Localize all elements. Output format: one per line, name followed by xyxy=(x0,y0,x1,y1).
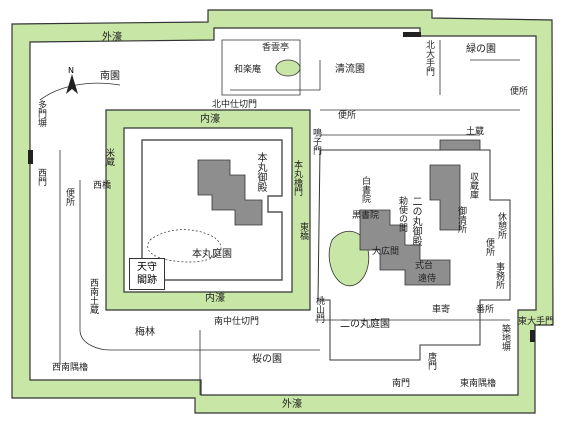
kuroshoin-label: 黒書院 xyxy=(352,211,380,221)
honmaru-pond xyxy=(147,229,222,263)
path-lines xyxy=(39,40,520,395)
honmaru-yaguramon-label: 本丸櫓門 xyxy=(292,160,302,196)
minami-mon-label: 南門 xyxy=(392,379,411,389)
higashi-ote-mon-label: 東大手門 xyxy=(518,317,555,327)
bansho-label: 番所 xyxy=(476,305,495,315)
outer-moat-top-label: 外濠 xyxy=(102,32,122,43)
nishi-gate xyxy=(28,150,33,164)
ninomaru-palace-building xyxy=(359,209,451,286)
north-garden xyxy=(221,39,301,96)
kurumayose-label: 車寄 xyxy=(432,305,451,315)
ninomaru-wall xyxy=(317,149,511,361)
toilet-1-label: 便所 xyxy=(338,111,357,121)
shiroshoin-label: 白書院 xyxy=(360,176,370,203)
tenshu-line2: 閣跡 xyxy=(137,275,157,286)
ninomaru-pond xyxy=(328,230,370,287)
jimusho-label: 事務所 xyxy=(494,262,504,289)
kita-ote-mon-label: 北大手門 xyxy=(424,40,434,76)
toilet-4-label: 便所 xyxy=(484,238,494,256)
outer-moat xyxy=(11,9,554,414)
compass: N xyxy=(64,66,80,96)
ninomaru-east-building xyxy=(429,164,461,231)
shikidai-label: 式台 xyxy=(415,261,434,271)
chokushi-label: 勅使の間 xyxy=(397,196,407,232)
compass-n: N xyxy=(68,66,74,75)
toilet-3-label: 便所 xyxy=(64,188,74,206)
nishi-minami-sumi-yagura-label: 西南隅櫓 xyxy=(52,363,89,373)
tenshu-line1: 天守 xyxy=(137,262,157,273)
inner-moat xyxy=(105,109,311,311)
tenshu-site: 天守 閣跡 xyxy=(129,258,165,290)
honmaru-wall xyxy=(141,139,283,281)
nishi-bashi-label: 西橋 xyxy=(93,181,112,191)
bairin-label: 梅林 xyxy=(135,327,155,338)
dozo-label: 土蔵 xyxy=(466,127,485,137)
toilet-2-label: 便所 xyxy=(510,87,529,97)
minami-garden-label: 南園 xyxy=(100,71,120,82)
nishi-mon-label: 西門 xyxy=(36,168,46,186)
ninomaru-garden-label: 二の丸庭園 xyxy=(340,319,390,330)
inner-moat-top-label: 内濠 xyxy=(200,114,220,125)
honmaru-garden-label: 本丸庭園 xyxy=(192,249,232,260)
momoyama-mon-label: 桃山門 xyxy=(314,296,324,323)
kita-nakashikiri-mon-label: 北中仕切門 xyxy=(212,100,258,110)
minami-nakashikiri-mon-label: 南中仕切門 xyxy=(214,317,260,327)
komedzo-label: 米蔵 xyxy=(104,148,114,166)
tamon-label: 多門塀 xyxy=(36,100,46,127)
wakuan-label: 和楽庵 xyxy=(234,65,262,75)
higashi-ote-gate xyxy=(530,330,535,342)
kara-mon-label: 唐門 xyxy=(426,352,436,370)
ohiroma-label: 大広間 xyxy=(372,247,400,257)
higashi-bashi-label: 東橋 xyxy=(298,222,308,240)
kyukeisho-label: 休憩所 xyxy=(496,212,506,239)
sakura-garden-label: 桜の園 xyxy=(252,354,282,365)
goshinsho-label: 御清所 xyxy=(456,206,466,233)
dozo-building xyxy=(439,139,481,151)
kita-ote-gate xyxy=(403,32,421,37)
kouuntei-label: 香雲亭 xyxy=(262,43,290,53)
nakagomon-label: 鳴子門 xyxy=(311,128,321,155)
seiryu-garden-label: 清流園 xyxy=(335,64,365,75)
midori-garden-label: 緑の園 xyxy=(466,44,496,55)
shuzosho-label: 収蔵庫 xyxy=(468,172,478,199)
higashi-minami-sumi-yagura-label: 東南隅櫓 xyxy=(460,379,497,389)
inner-moat-bottom-label: 内濠 xyxy=(205,293,225,304)
shuchi-label: 築地塀 xyxy=(500,324,510,351)
north-arrow-icon xyxy=(66,74,78,94)
ninomaru-palace-label: 二の丸御殿 xyxy=(410,196,421,246)
outer-moat-bottom-label: 外濠 xyxy=(282,399,302,410)
north-pond xyxy=(275,59,301,77)
nishi-minami-dozo-label: 西南土蔵 xyxy=(88,278,98,314)
honmaru-palace-building xyxy=(197,159,263,226)
honmaru-palace-label: 本丸御殿 xyxy=(255,152,266,192)
tozamurai-label: 遠侍 xyxy=(418,274,437,284)
